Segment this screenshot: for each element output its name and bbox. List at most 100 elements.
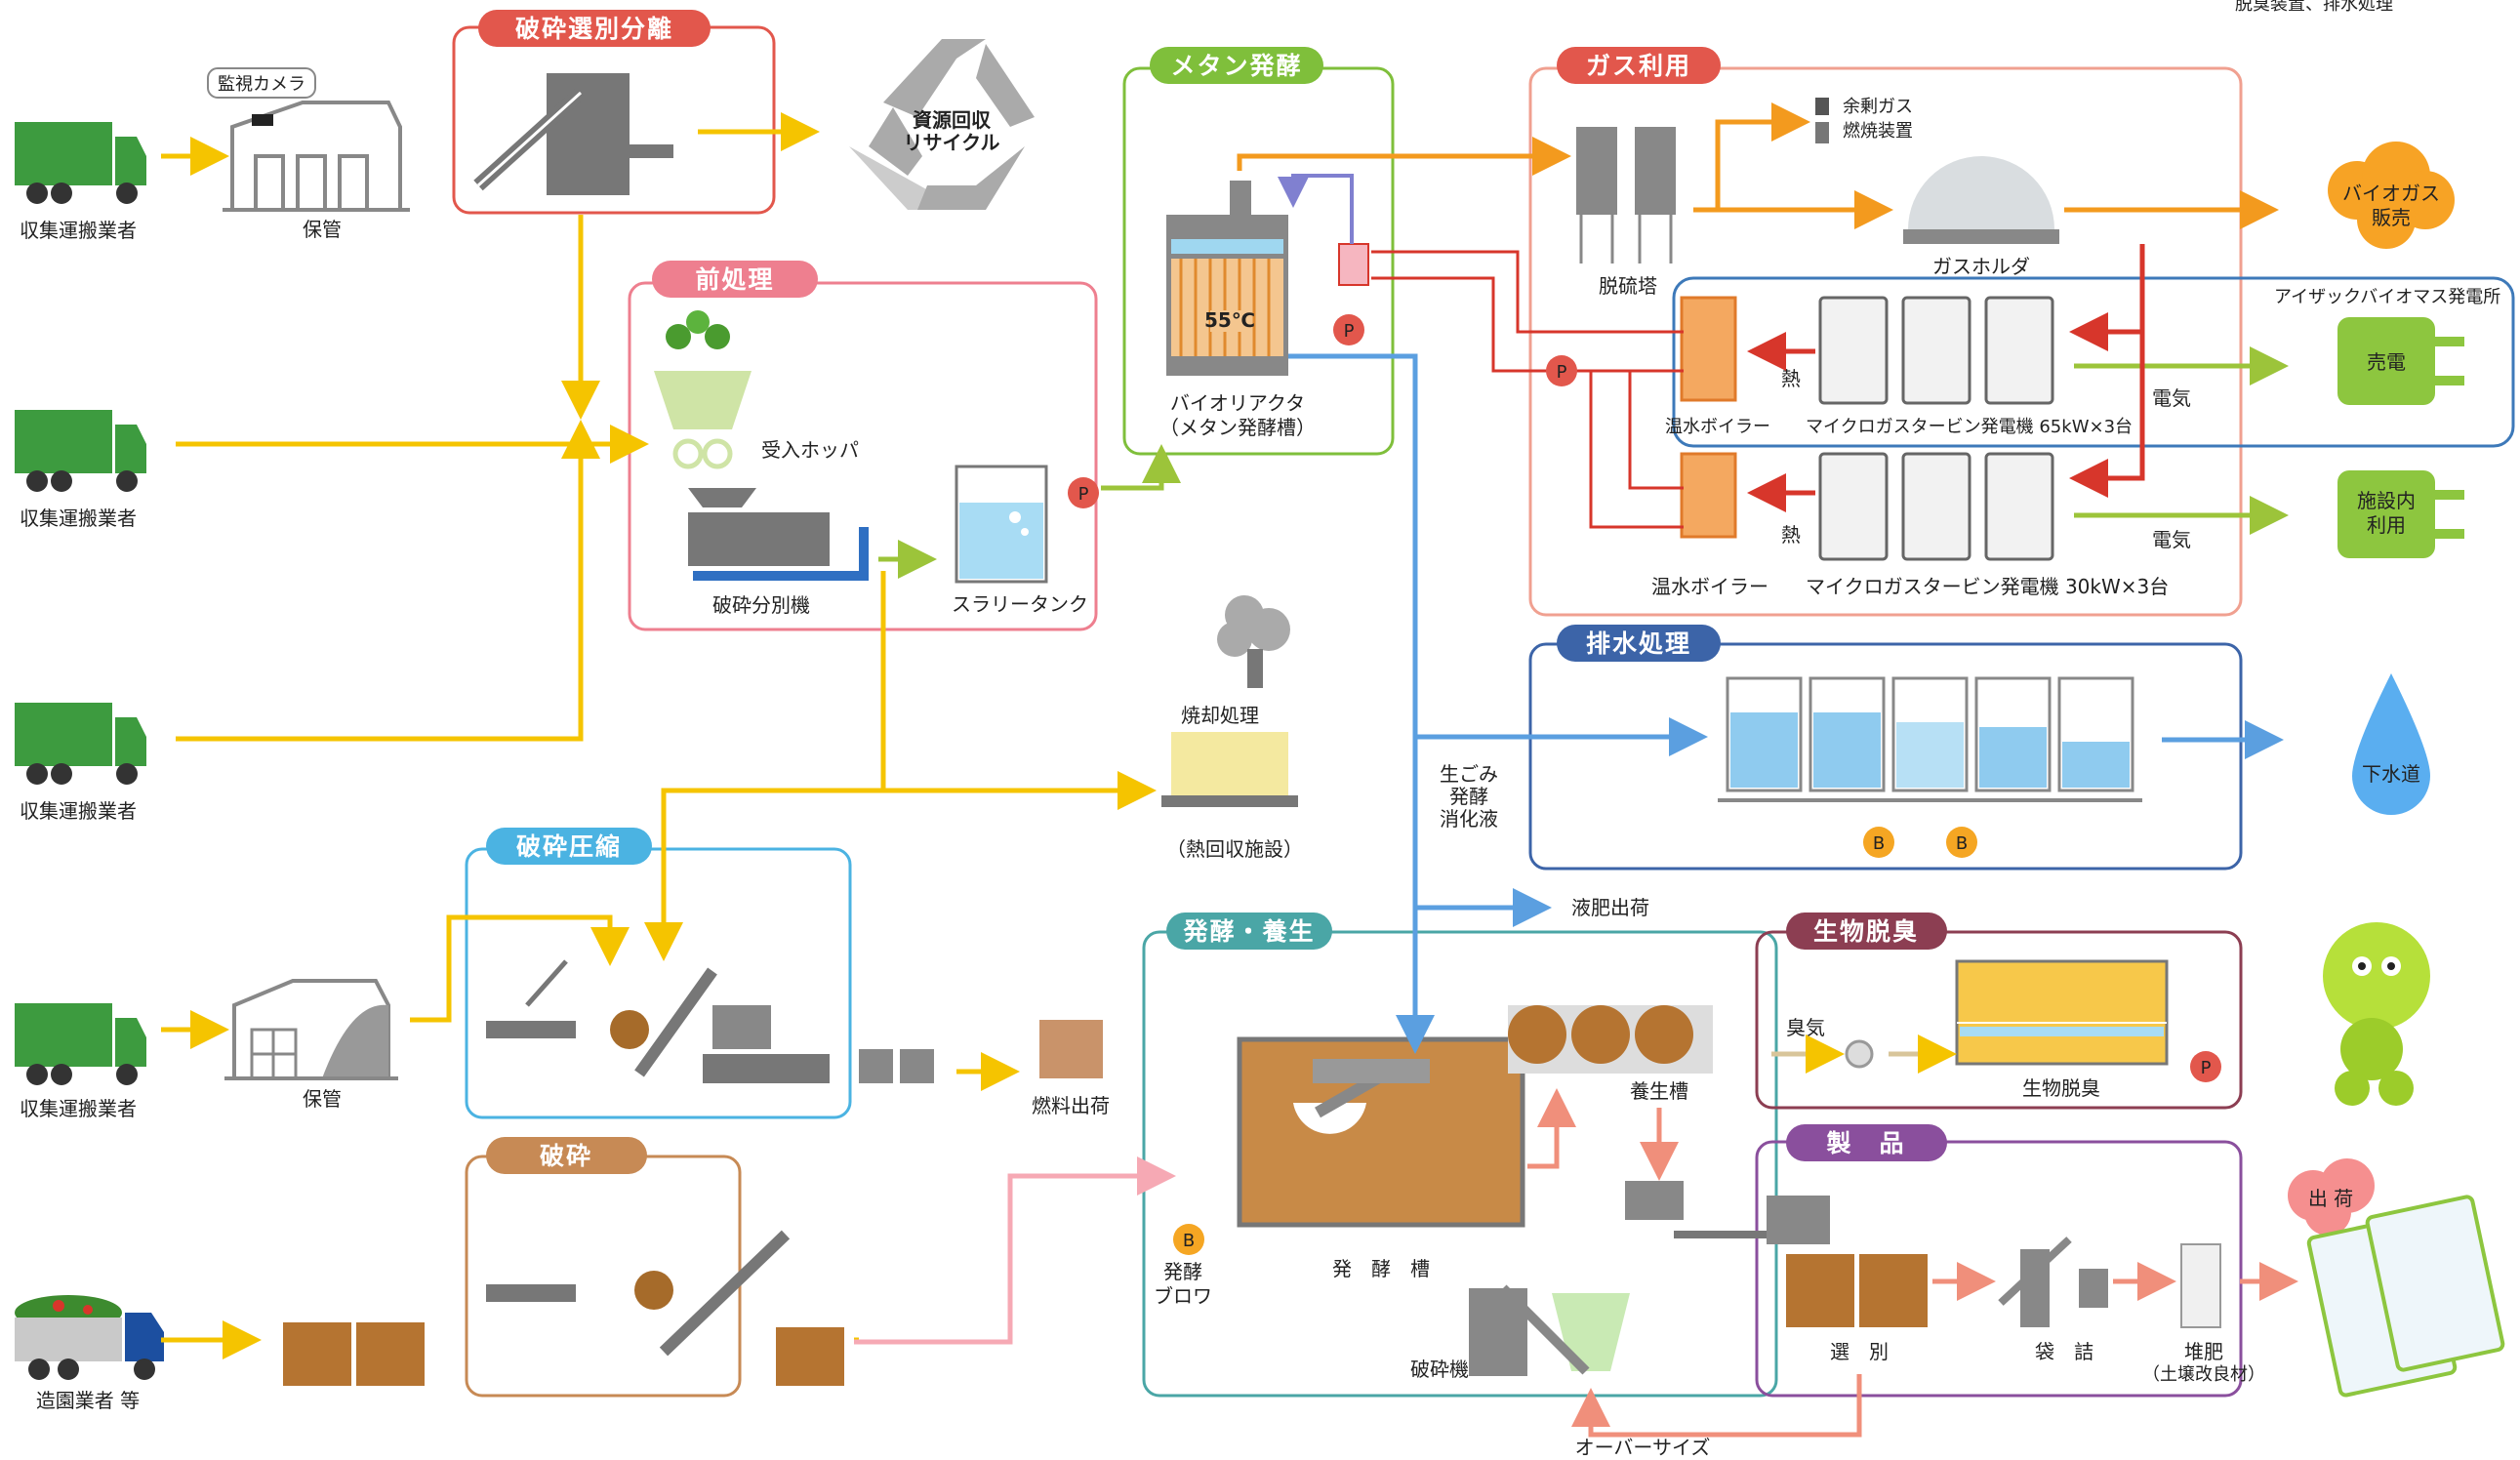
- truck-icon: [15, 703, 146, 785]
- camera-callout: 監視カメラ: [207, 67, 316, 99]
- tag-crush: 破砕: [540, 1142, 592, 1170]
- pump-label-4: P: [2201, 1058, 2212, 1078]
- water-boiler-icon: [1680, 296, 1737, 402]
- flow-arrows: [161, 102, 2298, 1438]
- isaac-plant-label: アイザックバイオマス発電所: [2274, 287, 2500, 307]
- bioreactor-label-1: バイオリアクタ: [1170, 391, 1305, 415]
- tag-wastewater: 排水処理: [1586, 629, 1691, 658]
- storage-building-icon: [224, 979, 398, 1080]
- blower-icon: [1845, 1039, 1874, 1069]
- sort-label: 選 別: [1830, 1340, 1889, 1363]
- hopper-label: 受入ホッパ: [761, 438, 859, 462]
- blower-b-icon: B: [1946, 827, 1977, 858]
- tag-ferment-cure: 発酵・養生: [1182, 917, 1315, 946]
- recycle-label-1: 資源回収: [913, 108, 992, 132]
- electricity-label-1: 電気: [2152, 386, 2191, 410]
- gas-holder-icon: [1903, 156, 2059, 244]
- facility-use-label-2: 利用: [2367, 513, 2406, 537]
- blower-label-2: B: [1956, 833, 1968, 854]
- landscaper-truck-icon: [15, 1295, 164, 1380]
- compost-bag-stack-icon: [2180, 1243, 2221, 1328]
- water-boiler-label-2: 温水ボイラー: [1651, 575, 1768, 598]
- truck-icon: [15, 122, 146, 204]
- truck-icon: [15, 1003, 146, 1085]
- turbine-65-label: マイクロガスタービン発電機 65kW×3台: [1806, 417, 2133, 437]
- biogas-sale-label-1: バイオガス: [2342, 182, 2440, 205]
- tag-crush-compress: 破砕圧縮: [516, 832, 622, 861]
- incinerator-icon: [1161, 595, 1298, 807]
- tag-methane: メタン発酵: [1170, 52, 1302, 80]
- heat-label-1: 熱: [1781, 367, 1801, 390]
- bioreactor-label-2: （メタン発酵槽）: [1159, 416, 1316, 439]
- facility-use-label-1: 施設内: [2357, 489, 2416, 512]
- pump-label-2: P: [1344, 321, 1355, 342]
- tag-crush-sort: 破砕選別分離: [515, 15, 673, 43]
- digestate-label-1: 生ごみ: [1440, 762, 1498, 786]
- sewer-label: 下水道: [2362, 762, 2420, 786]
- heat-label-2: 熱: [1781, 523, 1801, 547]
- ship-label: 出 荷: [2308, 1187, 2353, 1210]
- crusher-sorter-label: 破砕分別機: [712, 593, 810, 617]
- collector-label-1: 収集運搬業者: [20, 219, 137, 242]
- mascot-icon: [2323, 922, 2430, 1106]
- sort-bins-icon: [1767, 1196, 1928, 1327]
- fuel-blocks-icon: [859, 1049, 934, 1083]
- biogas-sale-label-2: 販売: [2372, 206, 2411, 229]
- tag-product: 製 品: [1825, 1129, 1905, 1157]
- bagging-label: 袋 詰: [2035, 1340, 2093, 1363]
- recycle-icon: 資源回収 リサイクル: [849, 39, 1035, 210]
- digestate-label-3: 消化液: [1440, 807, 1498, 831]
- bagging-machine-icon: [1998, 1237, 2108, 1327]
- power-sale-label: 売電: [2367, 350, 2406, 374]
- tag-pretreat: 前処理: [695, 265, 774, 294]
- crusher-small-icon: [1469, 1284, 1630, 1376]
- liquid-fert-label: 液肥出荷: [1571, 896, 1649, 919]
- curing-tank-label: 養生槽: [1630, 1079, 1688, 1103]
- surplus-gas-label-2: 燃焼装置: [1843, 121, 1913, 142]
- blower-b-icon: B: [1173, 1224, 1204, 1255]
- header-note: 脱臭装置、排水処理: [2235, 0, 2393, 15]
- landscaper-label: 造園業者 等: [36, 1389, 140, 1412]
- wastewater-tanks-icon: [1718, 676, 2142, 802]
- section-crush-compress: 破砕圧縮: [465, 828, 852, 1119]
- section-gas-use: ガス利用: [1528, 47, 2515, 617]
- ferment-tank-icon: [1237, 1036, 1525, 1228]
- crush-compress-machine-icon: [486, 959, 830, 1083]
- camera-label: 監視カメラ: [218, 74, 305, 95]
- section-crush: 破砕: [465, 1137, 742, 1398]
- curing-tank-icon: [1508, 1005, 1713, 1074]
- bioreactor-icon: [1166, 181, 1369, 376]
- micro-gas-turbine-icon: [1818, 452, 2054, 561]
- turbine-30-label: マイクロガスタービン発電機 30kW×3台: [1806, 575, 2169, 598]
- section-methane: メタン発酵: [1122, 47, 1395, 456]
- power-plug-icon: [2337, 470, 2464, 558]
- fuel-ship-label: 燃料出荷: [1032, 1094, 1110, 1117]
- heat-recovery-label: （熱回収施設）: [1166, 837, 1303, 861]
- bio-deodor-unit-icon: [1955, 959, 2169, 1066]
- hopper-icon: [654, 310, 752, 469]
- tag-bio-deodor: 生物脱臭: [1813, 917, 1919, 946]
- ferment-blower-label-2: ブロワ: [1154, 1284, 1212, 1308]
- storage-label-2: 保管: [303, 1087, 342, 1111]
- storage-building-icon: [223, 101, 410, 212]
- section-crush-sort: 破砕選別分離: [452, 10, 776, 215]
- crusher-sorter-icon: [688, 488, 869, 581]
- slurry-tank-icon: [955, 465, 1048, 584]
- pump-icon: P: [1546, 355, 1577, 386]
- bio-deodor-unit-label: 生物脱臭: [2022, 1076, 2100, 1100]
- pump-icon: P: [1068, 477, 1099, 508]
- ship-cloud-icon: [2288, 1158, 2375, 1236]
- storage-label-1: 保管: [303, 218, 342, 241]
- electricity-label-2: 電気: [2152, 528, 2191, 551]
- recycle-label-2: リサイクル: [904, 131, 1000, 154]
- soil-improver-label: （土壌改良材）: [2142, 1364, 2265, 1385]
- truck-icon: [15, 410, 146, 492]
- pump-label-1: P: [1078, 484, 1089, 505]
- oversize-label: オーバーサイズ: [1575, 1436, 1711, 1459]
- temp-label: 55℃: [1204, 308, 1255, 332]
- compost-bags-icon: [2306, 1195, 2505, 1398]
- blower-label-1: B: [1873, 833, 1885, 854]
- blower-label-3: B: [1183, 1231, 1195, 1251]
- crush-machine-icon: [486, 1230, 791, 1357]
- surplus-gas-burner-icon: [1815, 98, 1829, 143]
